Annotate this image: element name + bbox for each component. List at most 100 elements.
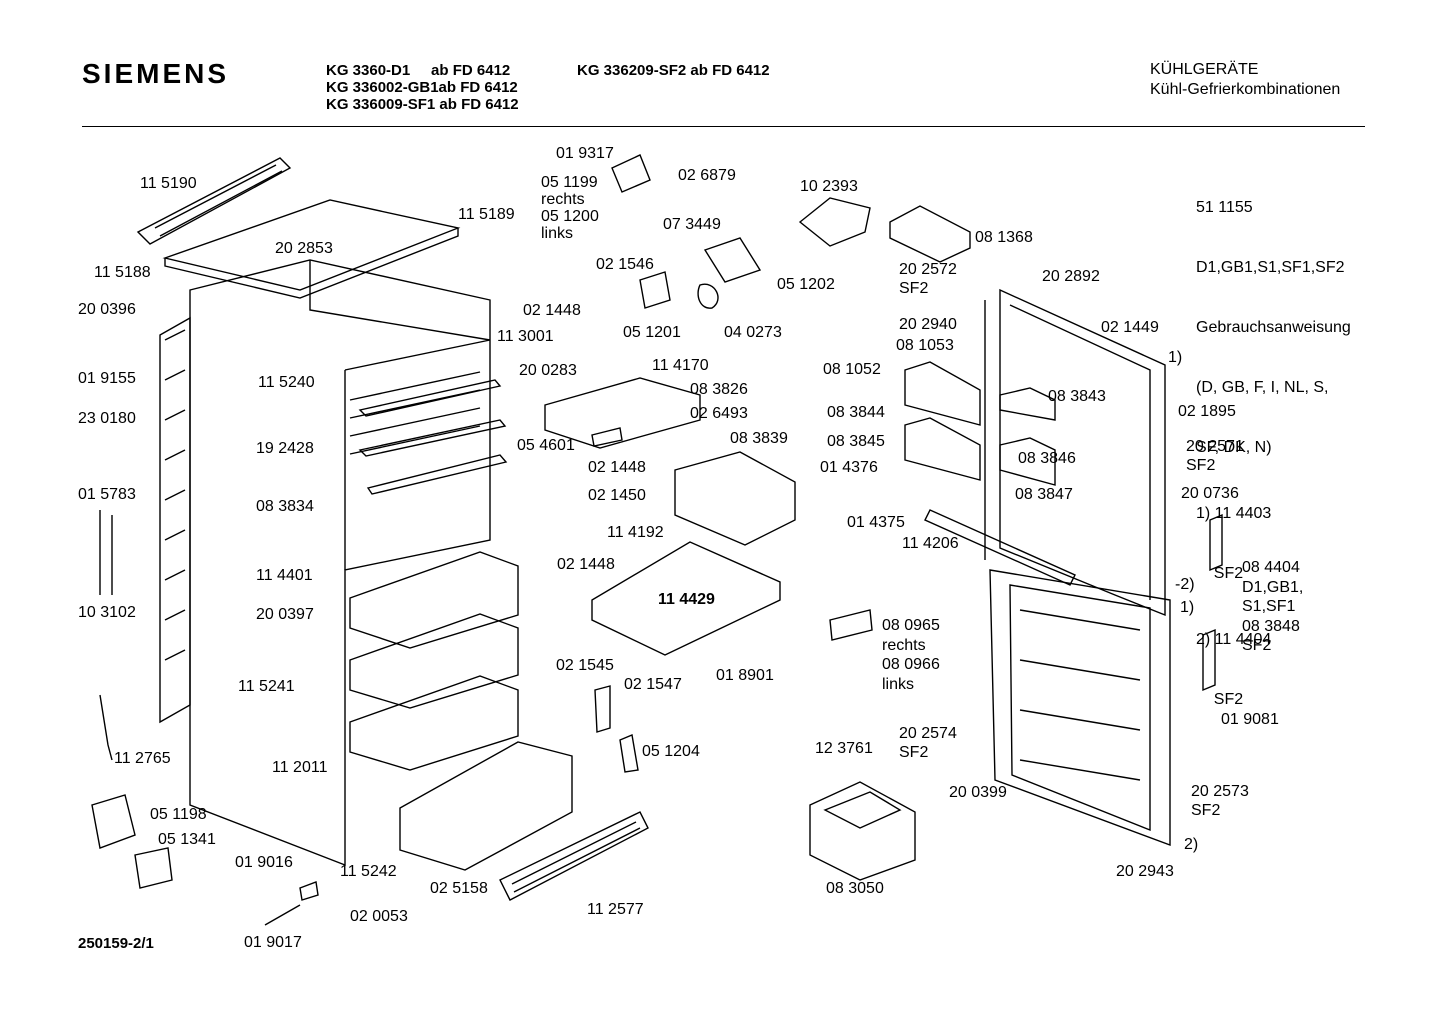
part-label: 01 4376 [820,459,878,476]
part-label: 02 1546 [596,256,654,273]
part-label: 08 3845 [827,433,885,450]
glass-shelves [349,371,508,495]
bottom-drawer [399,741,573,871]
side-note-line: Gebrauchsanweisung [1196,319,1351,336]
kick-plate [499,811,649,901]
part-label: 08 3050 [826,880,884,897]
part-label: 20 2572 SF2 [899,261,957,297]
door-pin-part [594,685,611,733]
side-note: 51 1155 D1,GB1,S1,SF1,SF2 Gebrauchsanwei… [1196,158,1351,730]
part-label: 20 0283 [519,362,577,379]
part-label: 02 1450 [588,487,646,504]
part-label: 02 1545 [556,657,614,674]
part-label: 05 4601 [517,437,575,454]
side-note-line: D1,GB1,S1,SF1,SF2 [1196,259,1345,276]
part-label: 10 2393 [800,178,858,195]
brand-logo: SIEMENS [82,58,230,89]
side-note-line: (D, GB, F, I, NL, S, [1196,379,1329,396]
cabinet-body [189,259,491,867]
door-shelves [904,361,1056,486]
side-note-line: SF2 [1196,565,1244,582]
ice-cube-tray [809,781,916,881]
egg-tray [889,205,971,263]
model-line-1: KG 3360-D1 ab FD 6412 [326,62,511,79]
top-cover-part [162,199,461,299]
part-label: 11 5242 [340,863,397,880]
door-catch-part [829,609,873,641]
part-label: 08 3826 [690,381,748,398]
butter-box [674,451,796,546]
part-label: 11 4206 [902,535,959,552]
part-label: 05 1202 [777,276,835,293]
part-label: 20 0399 [949,784,1007,801]
side-note-line: SF2 [1196,691,1244,708]
freezer-drawers [349,551,519,771]
part-label: 08 3844 [827,404,885,421]
part-label: 04 0273 [724,324,782,341]
part-label: 11 5189 [458,206,515,223]
hinge-lower [1202,628,1216,692]
part-label: 05 1201 [623,324,681,341]
part-label: 02 5158 [430,880,488,897]
part-label: 20 0397 [256,606,314,623]
foot-part [299,881,319,901]
lamp-bulb [697,283,719,309]
part-label: 20 2853 [275,240,333,257]
part-label: 20 2940 [899,316,957,333]
part-label: 11 5188 [94,264,151,281]
part-label: 01 9017 [244,934,302,951]
part-label: 08 4404 D1,GB1, S1,SF1 08 3848 SF2 [1242,559,1304,654]
part-label: 01 9155 [78,370,136,387]
part-label: 11 4170 [652,357,709,374]
part-label: 11 2765 [114,750,171,767]
part-label: 08 1368 [975,229,1033,246]
part-label: 11 2011 [272,759,328,776]
part-label: 02 1448 [588,459,646,476]
ice-tray-box [798,197,871,247]
part-label: 08 3839 [730,430,788,447]
side-note-line: 1) 11 4403 [1196,505,1272,522]
part-label: 20 0736 [1181,485,1239,502]
part-label: 20 2943 [1116,863,1174,880]
part-label: 05 1199 rechts 05 1200 links [541,174,599,242]
part-label: 05 1204 [642,743,700,760]
part-label: 02 6879 [678,167,736,184]
part-label: 11 3001 [497,328,554,345]
top-grill-part [136,157,292,245]
part-label: 08 3843 [1048,388,1106,405]
part-label: 11 4429 [658,591,715,608]
part-label: 01 5783 [78,486,136,503]
thermostat-part [611,154,651,193]
part-label: 11 4401 [256,567,313,584]
part-label: 02 0053 [350,908,408,925]
part-label: 01 9081 [1221,711,1279,728]
part-label: 05 1341 [158,831,216,848]
part-label: 11 5190 [140,175,197,192]
glass-tray [591,541,781,656]
part-label: 07 3449 [663,216,721,233]
part-label: 10 3102 [78,604,136,621]
header-rule [82,126,1365,127]
part-label: 02 1895 [1178,403,1236,420]
freezer-door [989,569,1171,847]
starter-part [134,847,173,889]
part-label: 19 2428 [256,440,314,457]
part-label: 08 0965 rechts 08 0966 links [882,617,940,693]
category-heading: KÜHLGERÄTE Kühl-Gefrierkombinationen [1150,60,1340,100]
part-label: 11 5241 [238,678,295,695]
model-line-3: KG 336009-SF1 ab FD 6412 [326,96,519,113]
part-label: 12 3761 [815,740,873,757]
part-label: 2) [1184,836,1199,853]
category-title: KÜHLGERÄTE [1150,61,1259,78]
hinge-upper [1209,513,1223,572]
part-label: 02 1448 [523,302,581,319]
part-label: 08 1052 [823,361,881,378]
part-label: 20 2573 SF2 [1191,783,1249,819]
part-label: 11 2577 [587,901,644,918]
part-label: 08 3834 [256,498,314,515]
lamp-housing [544,377,701,449]
drawing-number: 250159-2/1 [78,935,154,952]
door-rail [924,509,1076,586]
part-label: 20 2574 SF2 [899,725,957,761]
